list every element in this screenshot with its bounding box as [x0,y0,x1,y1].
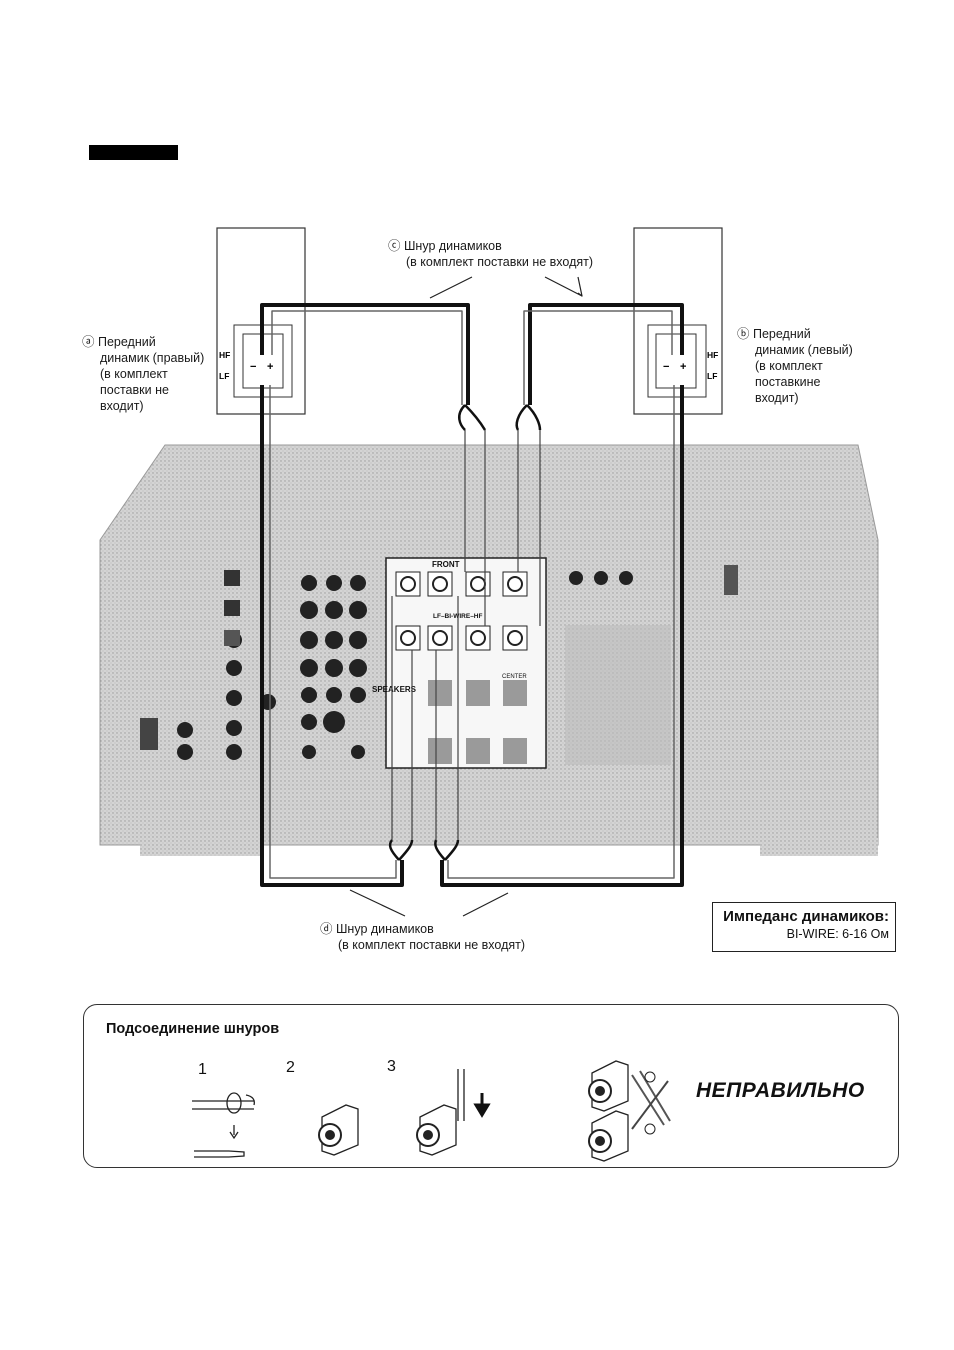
wrong-connection-icon [588,1060,671,1162]
front-label: FRONT [432,560,460,569]
cord-connection-panel: Подсоединение шнуров 1 2 3 [83,1004,899,1168]
speaker-cables [260,276,684,917]
terminal-icon [318,1104,359,1156]
plus-terminal-left: + [680,361,686,373]
cord-top-label: ⓒ Шнур динамиков (в комплект поставки не… [388,239,594,269]
wiring-diagram: FRONT LF–BI-WIRE–HF SPEAKERS CENTER HF L… [99,227,879,917]
impedance-box: Импеданс динамиков: BI-WIRE: 6-16 Ом [712,902,896,952]
hf-label-left: HF [707,350,718,360]
step-3-number: 3 [387,1058,396,1075]
connection-title: Подсоединение шнуров [106,1021,280,1037]
impedance-value: BI-WIRE: 6-16 Ом [786,927,889,941]
strip-wire-icon [192,1092,255,1158]
speaker-right-label: ⓐ Передний динамик (правый) (в комплект … [82,335,205,413]
speaker-left-label: ⓑ Передний динамик (левый) (в комплект п… [737,327,853,405]
plus-terminal-right: + [267,361,273,373]
speaker-left: HF LF − + [633,227,723,415]
step-1-number: 1 [198,1061,207,1078]
minus-terminal-left: − [663,361,669,373]
center-label: CENTER [502,674,527,680]
header-bar [89,145,178,160]
step-2-number: 2 [286,1059,295,1076]
hf-label-right: HF [219,350,230,360]
minus-terminal-right: − [250,361,256,373]
insert-wire-icon [416,1069,491,1156]
lf-label-right: LF [219,371,229,381]
speaker-terminal-panel: FRONT LF–BI-WIRE–HF SPEAKERS CENTER [372,557,547,769]
impedance-title: Импеданс динамиков: [723,908,889,925]
lf-label-left: LF [707,371,717,381]
wrong-label: НЕПРАВИЛЬНО [696,1079,865,1102]
cord-bottom-label: ⓓ Шнур динамиков (в комплект поставки не… [320,922,526,952]
speakers-label: SPEAKERS [372,685,417,694]
connection-illustrations [192,1060,671,1162]
